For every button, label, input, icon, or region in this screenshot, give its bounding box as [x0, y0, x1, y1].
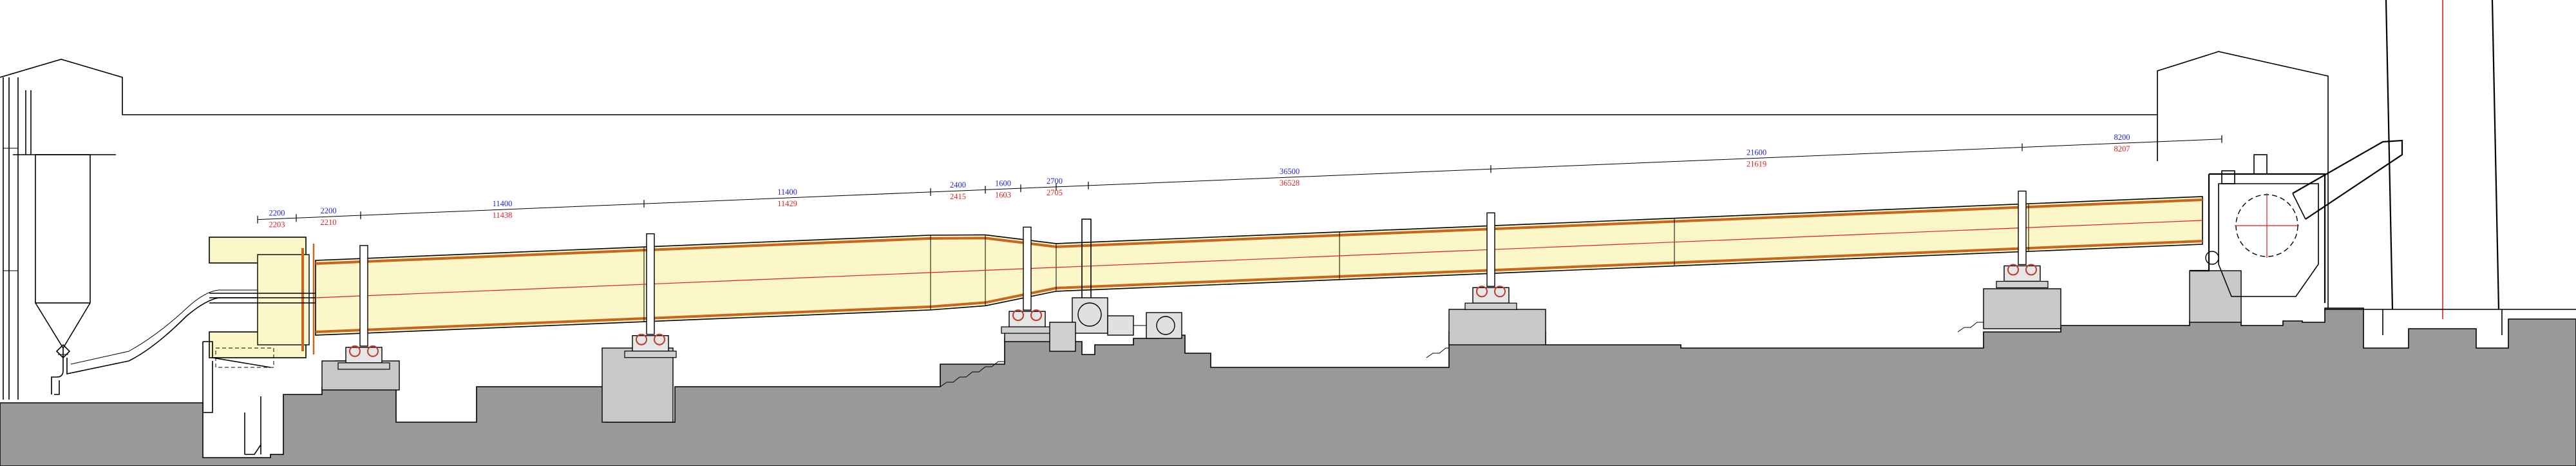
dimension-chain: 2200 2203 2200 2210 11400 11438 11400 11429 2400…	[257, 133, 2222, 229]
support-roller-left	[1476, 286, 1488, 298]
dimension-design-value: 1600	[995, 179, 1011, 188]
dimension-line	[257, 139, 2222, 220]
dimension-measured-value: 11438	[493, 211, 513, 220]
kiln-support-stations	[337, 190, 2049, 370]
rotary-kiln-shell	[315, 196, 2203, 336]
kiln-drive-unit	[1049, 218, 1182, 352]
support-roller-right	[2025, 264, 2037, 276]
dimension-design-value: 2200	[321, 206, 337, 215]
support-roller-right	[654, 333, 665, 345]
access-stairs	[940, 322, 1984, 387]
dimension-measured-value: 2210	[321, 218, 337, 227]
dimension-design-value: 11400	[777, 188, 797, 197]
support-station-1	[337, 245, 390, 370]
support-roller-left	[636, 333, 647, 345]
tyre-ring	[359, 245, 368, 347]
tyre-ring	[1486, 212, 1495, 287]
support-roller-right	[367, 345, 379, 357]
exhaust-stack	[2325, 0, 2576, 335]
support-roller-right	[1030, 309, 1042, 322]
kiln-shell-body	[315, 196, 2203, 336]
support-station-4	[1464, 212, 1517, 310]
support-plinth	[1001, 326, 1054, 334]
support-plinth	[1996, 280, 2049, 289]
dimension-design-value: 2400	[950, 180, 966, 189]
dimension-measured-value: 21619	[1747, 159, 1766, 168]
preheater-cyclone-tower	[3, 77, 270, 400]
dimension-measured-value: 1603	[995, 190, 1011, 199]
dimension-measured-value: 2203	[269, 220, 285, 229]
building-outline	[0, 51, 2329, 309]
support-station-2	[624, 233, 677, 358]
kiln-inlet-chamber	[2190, 139, 2403, 303]
dimension-design-value: 36500	[1280, 167, 1300, 176]
dimension-measured-value: 36528	[1280, 179, 1300, 188]
dimension-measured-value: 2415	[950, 192, 966, 201]
dimension-measured-value: 8207	[2114, 144, 2130, 153]
support-station-3	[1001, 226, 1054, 334]
dimension-measured-value: 11429	[777, 199, 797, 208]
support-station-5	[1996, 190, 2049, 289]
support-roller-left	[1012, 309, 1024, 322]
tyre-ring	[1023, 226, 1032, 311]
support-plinth	[337, 362, 390, 370]
support-roller-right	[1494, 286, 1506, 298]
kiln-firing-hood	[202, 237, 335, 455]
support-roller-left	[2007, 264, 2019, 276]
tyre-ring	[2018, 190, 2027, 266]
support-plinth	[1464, 302, 1517, 310]
dimension-measured-value: 2705	[1046, 188, 1063, 197]
dimension-design-value: 2700	[1046, 177, 1063, 186]
support-roller-left	[349, 345, 361, 357]
kiln-centerline	[315, 220, 2203, 298]
support-plinth	[624, 351, 677, 358]
dimension-design-value: 8200	[2114, 133, 2130, 142]
dimension-design-value: 21600	[1747, 148, 1766, 157]
dimension-design-value: 11400	[493, 199, 513, 208]
tyre-ring	[646, 233, 655, 335]
dimension-design-value: 2200	[269, 208, 285, 217]
